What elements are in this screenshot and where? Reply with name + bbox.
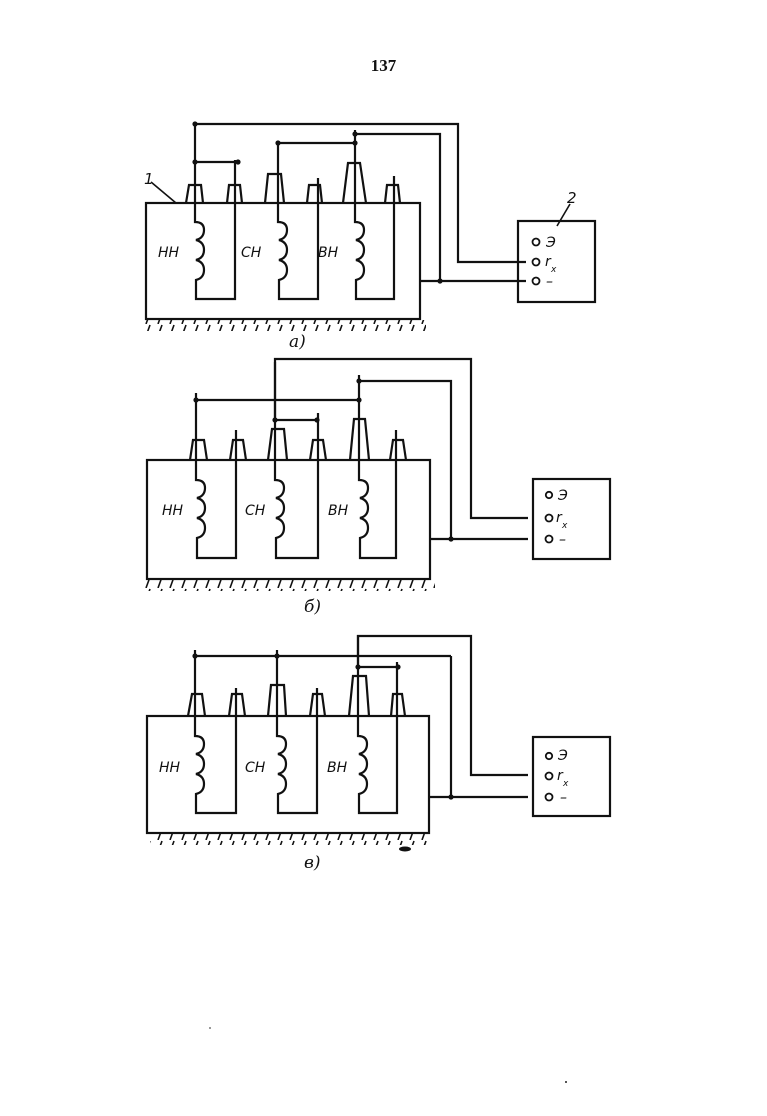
- lead-rx: [275, 359, 528, 518]
- transformer-tank: [147, 716, 429, 833]
- speck: [209, 1027, 211, 1029]
- transformer-tank: [147, 460, 430, 579]
- bushing-mv-2: [307, 185, 322, 203]
- terminal-earth-label: Э: [557, 748, 568, 764]
- caption-a: а): [289, 332, 306, 352]
- winding-label-lv: НН: [162, 503, 184, 519]
- winding-label-hv: ВН: [328, 503, 349, 519]
- speck: [565, 1081, 567, 1083]
- terminal-rx-subscript: x: [562, 779, 569, 789]
- winding-label-mv: СН: [245, 503, 266, 519]
- device-leader-line: [557, 204, 570, 226]
- terminal-earth-label: Э: [557, 488, 568, 504]
- megohmmeter-box: [533, 479, 610, 559]
- terminal-rx: [546, 773, 553, 780]
- winding-lv: НН: [158, 122, 235, 299]
- terminal-minus: [546, 794, 553, 801]
- terminal-minus-label: –: [559, 532, 566, 548]
- winding-label-lv: НН: [158, 245, 180, 261]
- tank-leader-line: [151, 182, 176, 203]
- lead-ground-windings: [355, 134, 440, 281]
- terminal-minus-label: –: [560, 790, 567, 806]
- winding-mv: СН: [245, 650, 317, 813]
- terminal-earth: [546, 753, 552, 759]
- winding-label-hv: ВН: [318, 245, 339, 261]
- terminal-rx: [533, 259, 540, 266]
- diagram-b: НН СН ВН Э r x – б): [145, 359, 610, 617]
- terminal-earth-label: Э: [545, 235, 556, 251]
- winding-hv: ВН: [327, 635, 397, 813]
- bushing-mv-1: [265, 174, 284, 203]
- terminal-earth: [546, 492, 552, 498]
- winding-label-hv: ВН: [327, 760, 348, 776]
- bushings: [190, 419, 406, 460]
- ground-hatch: [144, 320, 426, 331]
- terminal-rx: [546, 515, 553, 522]
- megohmmeter-box: [533, 737, 610, 816]
- diagram-v: НН СН ВН Э r x – в): [147, 635, 610, 873]
- caption-b: б): [304, 597, 321, 617]
- ground-hatch: [145, 580, 435, 591]
- winding-hv: ВН: [328, 375, 396, 558]
- winding-mv: СН: [241, 142, 318, 299]
- terminal-minus-label: –: [546, 274, 553, 290]
- winding-label-mv: СН: [241, 245, 262, 261]
- device-ref-label: 2: [567, 189, 577, 207]
- winding-hv: ВН: [318, 130, 394, 299]
- terminal-minus: [533, 278, 540, 285]
- megohmmeter-box: [518, 221, 595, 302]
- bushing-hv-2: [385, 185, 400, 203]
- terminal-minus: [546, 536, 553, 543]
- bushings: [186, 163, 400, 203]
- ground-hatch: [150, 834, 430, 845]
- tank-ref-label: 1: [144, 170, 154, 188]
- caption-v: в): [304, 853, 321, 873]
- diagram-a: 1 НН СН ВН: [144, 121, 595, 352]
- winding-lv: НН: [162, 393, 236, 558]
- terminal-rx-subscript: x: [561, 521, 568, 531]
- winding-label-mv: СН: [245, 760, 266, 776]
- ink-blot: [399, 847, 411, 852]
- winding-label-lv: НН: [159, 760, 181, 776]
- terminal-earth: [533, 239, 540, 246]
- winding-lv: НН: [159, 650, 236, 813]
- bushings: [188, 676, 405, 716]
